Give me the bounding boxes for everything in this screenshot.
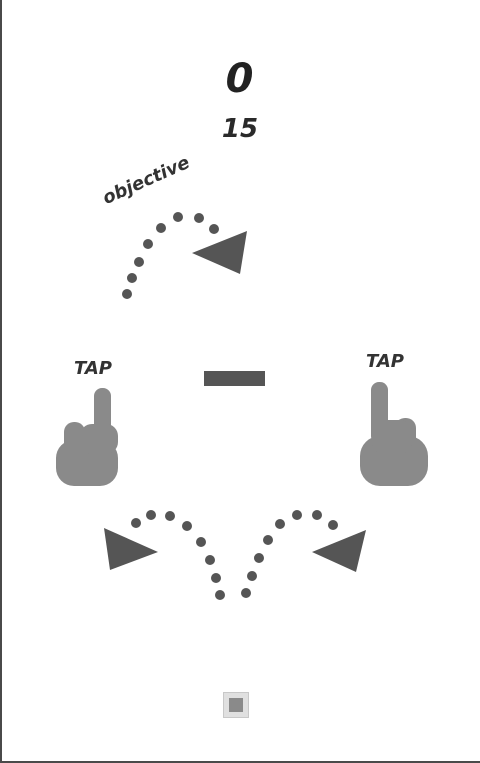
paddle <box>204 371 265 386</box>
square-button-icon <box>229 698 243 712</box>
tap-right-label: TAP <box>366 351 405 372</box>
right-bounce-dotted-path <box>241 510 338 598</box>
left-bounce-dotted-path <box>131 510 225 600</box>
left-hand-icon <box>56 388 118 486</box>
left-bounce-arrow-icon <box>104 528 158 570</box>
small-square-button[interactable] <box>223 692 249 718</box>
best-score-display: 15 <box>221 114 259 144</box>
score-display: 0 <box>225 56 255 102</box>
right-hand-icon <box>360 382 428 486</box>
objective-arrow-icon <box>192 231 247 274</box>
tap-left-label: TAP <box>74 358 113 379</box>
objective-dotted-path <box>122 212 219 299</box>
right-bounce-arrow-icon <box>312 530 366 572</box>
